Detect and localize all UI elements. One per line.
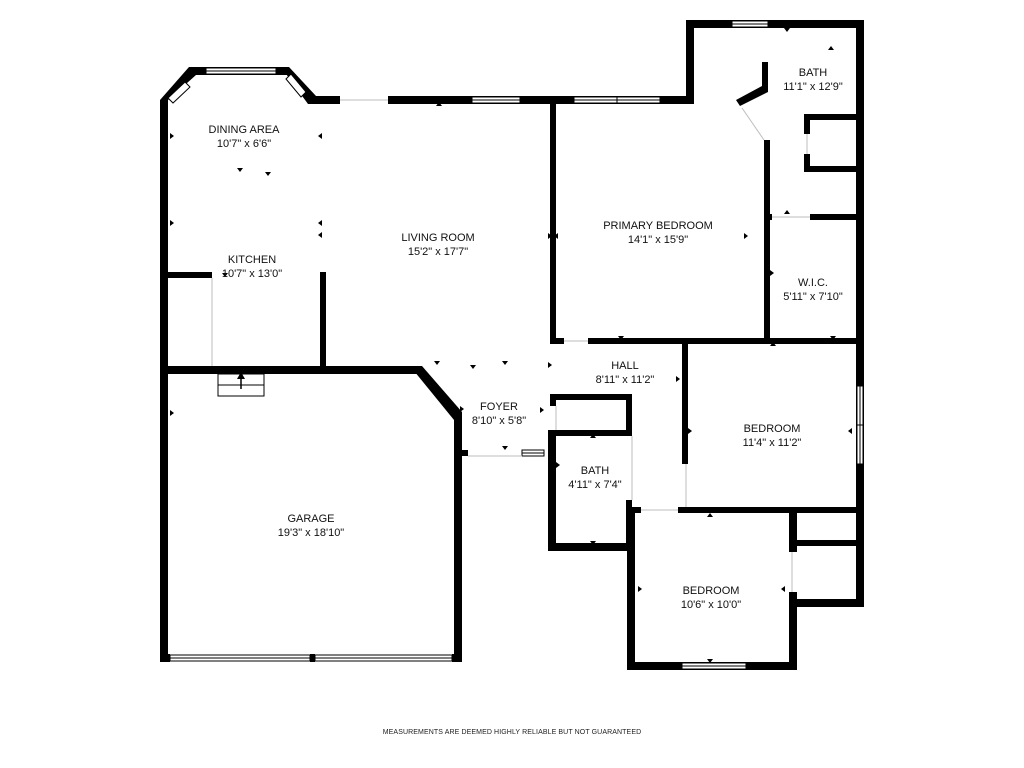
bedroom3-north-stub	[627, 507, 641, 513]
wic-north-wall	[810, 214, 864, 220]
room-dimensions: 14'1" x 15'9"	[628, 234, 688, 246]
room-garage: GARAGE 19'3" x 18'10"	[278, 513, 345, 539]
room-dimensions: 15'2" x 17'7"	[408, 246, 468, 258]
garage-south-wall-left	[160, 654, 170, 662]
room-kitchen: KITCHEN 10'7" x 13'0"	[222, 254, 282, 280]
bay-wall-left	[160, 67, 196, 100]
garage-door	[169, 654, 453, 662]
window-bedroom2	[856, 385, 864, 465]
room-name: KITCHEN	[228, 254, 276, 266]
window-dining-bay-left	[167, 81, 191, 104]
room-name: PRIMARY BEDROOM	[603, 220, 713, 232]
room-dimensions: 8'11" x 11'2"	[596, 374, 655, 386]
garage-east-wall	[454, 412, 462, 662]
room-dimensions: 11'1" x 12'9"	[783, 81, 843, 93]
windows	[167, 20, 864, 670]
primary-bedroom-south-wall	[588, 338, 864, 344]
garage-north-wall	[160, 366, 422, 374]
room-name: HALL	[611, 360, 639, 372]
north-wall-dining	[308, 96, 340, 104]
wic-north-stub	[764, 214, 772, 220]
bath-wic-west-wall	[764, 140, 770, 344]
room-dimensions: 10'6" x 10'0"	[681, 599, 741, 611]
room-name: W.I.C.	[798, 277, 828, 289]
north-wall-main	[388, 96, 694, 104]
room-dimensions: 10'7" x 6'6"	[217, 138, 271, 150]
bath-west-wall	[686, 20, 694, 104]
window-bedroom3	[681, 662, 747, 670]
room-dimensions: 19'3" x 18'10"	[278, 527, 345, 539]
room-bath2: BATH 4'11" x 7'4"	[568, 465, 621, 491]
room-bedroom2: BEDROOM 11'4" x 11'2"	[743, 423, 802, 449]
bath-angled-wall	[736, 62, 768, 106]
room-foyer: FOYER 8'10" x 5'8"	[472, 401, 526, 427]
room-wic: W.I.C. 5'11" x 7'10"	[783, 277, 843, 303]
foyer-door-post	[462, 450, 468, 456]
bedroom3-west-wall	[627, 510, 635, 670]
bedroom2-south-wall	[678, 507, 864, 513]
bedroom2-west-wall	[682, 340, 688, 464]
bath-closet-west-wall-bottom	[804, 154, 810, 172]
bedroom3-east-wall-lower	[789, 592, 797, 670]
photo-markers	[170, 28, 852, 663]
room-living-room: LIVING ROOM 15'2" x 17'7"	[401, 232, 474, 258]
room-labels: DINING AREA 10'7" x 6'6" KITCHEN 10'7" x…	[209, 67, 843, 611]
room-hall: HALL 8'11" x 11'2"	[596, 360, 655, 386]
room-name: LIVING ROOM	[401, 232, 474, 244]
bath-north-wall	[686, 20, 864, 28]
room-dimensions: 8'10" x 5'8"	[472, 415, 526, 427]
arrow-up-icon	[237, 372, 245, 379]
room-name: DINING AREA	[209, 124, 281, 136]
west-wall	[160, 100, 168, 662]
bath2-north-wall	[550, 430, 632, 436]
room-bedroom3: BEDROOM 10'6" x 10'0"	[681, 585, 741, 611]
room-primary-bath: BATH 11'1" x 12'9"	[783, 67, 843, 93]
window-dining-bay-right	[285, 73, 307, 98]
bath2-south-wall	[548, 543, 632, 551]
room-dimensions: 5'11" x 7'10"	[783, 291, 843, 303]
room-name: BATH	[581, 465, 610, 477]
garage-diagonal-wall	[410, 366, 462, 420]
garage-door-post	[310, 654, 315, 662]
kitchen-partition	[320, 272, 326, 372]
front-door	[521, 449, 545, 457]
window-living-room	[471, 96, 521, 104]
window-dining-bay	[205, 67, 277, 75]
primary-bedroom-west-wall	[550, 100, 556, 344]
bath2-east-wall	[626, 500, 632, 550]
linen-west-stub	[550, 394, 556, 406]
closet-south-wall	[789, 599, 864, 607]
room-name: BEDROOM	[683, 585, 740, 597]
room-primary-bedroom: PRIMARY BEDROOM 14'1" x 15'9"	[603, 220, 713, 246]
primary-bedroom-south-stub	[550, 338, 564, 344]
room-dimensions: 10'7" x 13'0"	[222, 268, 282, 280]
east-wall	[856, 20, 864, 606]
pantry-north-wall	[160, 272, 212, 278]
room-name: FOYER	[480, 401, 518, 413]
room-name: BEDROOM	[744, 423, 801, 435]
room-dining-area: DINING AREA 10'7" x 6'6"	[209, 124, 281, 150]
kitchen-door-post	[260, 366, 266, 374]
room-dimensions: 4'11" x 7'4"	[568, 479, 621, 491]
closet-north-wall	[789, 540, 864, 546]
bath-closet-south-wall	[804, 166, 864, 172]
linen-east-wall	[626, 394, 632, 436]
linen-north-wall	[550, 394, 630, 400]
bath-closet-north-wall	[804, 114, 864, 120]
window-primary-bath	[731, 20, 769, 28]
exterior-walls	[160, 20, 864, 670]
garage-steps	[217, 372, 265, 397]
window-primary-bedroom	[573, 96, 661, 104]
room-name: GARAGE	[287, 513, 334, 525]
disclaimer-text: MEASUREMENTS ARE DEEMED HIGHLY RELIABLE …	[382, 729, 642, 736]
interior-walls	[160, 62, 864, 550]
bath-closet-west-wall-top	[804, 114, 810, 134]
bath2-west-wall	[548, 430, 556, 550]
openings	[211, 99, 810, 592]
room-name: BATH	[799, 67, 828, 79]
room-dimensions: 11'4" x 11'2"	[743, 437, 802, 449]
bedroom3-east-wall-upper	[789, 510, 797, 552]
